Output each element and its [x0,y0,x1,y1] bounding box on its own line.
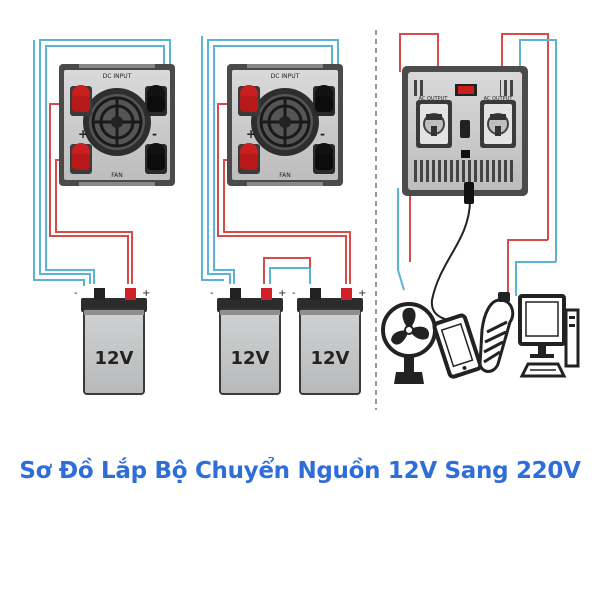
inverter-2-label-fan: FAN [279,172,291,179]
inverter-ac-unit [402,66,528,204]
battery-1-minus: - [74,288,78,299]
ac-output-label-right: AC OUTPUT [484,96,514,102]
tablet-icon [432,313,483,379]
ac-output-setup: AC OUTPUT AC OUTPUT [381,33,580,384]
inverter-unit-1 [57,62,177,188]
battery-3-plus: + [358,288,366,299]
battery-2-label: 12V [231,348,270,369]
inverter-2-label-dc-input: DC INPUT [271,73,300,80]
battery-3 [296,287,364,395]
wire-blue-single [33,39,171,286]
inverter-1-label-fan: FAN [111,172,123,179]
double-battery-setup: DC INPUT FAN + - 12V 12V - + - + [201,36,366,395]
battery-1-plus: + [142,288,150,299]
battery-3-label: 12V [311,348,350,369]
diagram-caption: Sơ Đồ Lắp Bộ Chuyển Nguồn 12V Sang 220V [19,458,581,484]
battery-2-plus: + [278,288,286,299]
ac-output-label-left: AC OUTPUT [419,96,449,102]
wire-ac-out [397,33,557,323]
battery-1-label: 12V [95,348,134,369]
battery-3-minus: - [292,288,296,299]
battery-1 [80,287,148,395]
fan-icon [381,302,437,384]
inverter-1-minus-sign: - [152,127,157,141]
battery-2-minus: - [210,288,214,299]
light-bulb-icon [478,292,515,373]
inverter-1-plus-sign: + [78,127,88,141]
inverter-2-minus-sign: - [320,127,325,141]
inverter-1-label-dc-input: DC INPUT [103,73,132,80]
desktop-computer-icon [518,294,580,378]
wire-blue-double [201,36,339,284]
inverter-unit-2 [225,62,345,188]
battery-2 [216,287,284,395]
inverter-2-plus-sign: + [246,127,256,141]
single-battery-setup: DC INPUT FAN + - 12V - + [33,39,177,395]
